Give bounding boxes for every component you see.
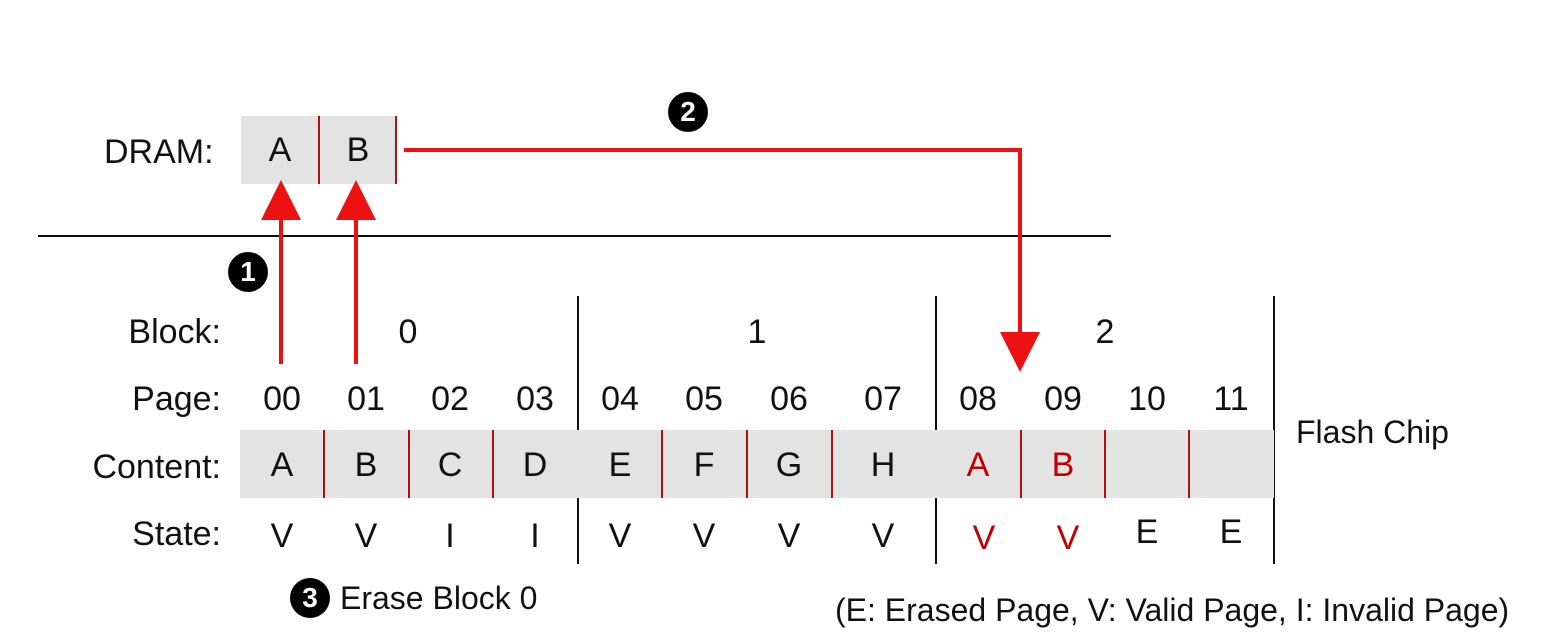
state-cell: E — [1135, 513, 1159, 551]
content-cell: C — [437, 446, 463, 484]
page-number: 04 — [601, 380, 639, 418]
step-3-text: Erase Block 0 — [340, 580, 538, 616]
page-number: 08 — [959, 380, 997, 418]
content-cell-divider — [1104, 430, 1106, 498]
content-cell: A — [270, 446, 294, 484]
content-cell-divider — [1188, 430, 1190, 498]
legend: (E: Erased Page, V: Valid Page, I: Inval… — [835, 592, 1510, 628]
state-cell: V — [608, 517, 632, 555]
content-band — [240, 430, 1274, 498]
page-number: 07 — [864, 380, 902, 418]
state-cell: V — [692, 517, 716, 555]
state-cell: V — [871, 517, 895, 555]
state-row-label: State: — [132, 515, 221, 553]
dram-cell-b: B — [346, 131, 370, 169]
state-cell: I — [445, 517, 455, 555]
page-number: 03 — [516, 380, 554, 418]
state-cell: V — [777, 517, 801, 555]
content-cell-divider — [1020, 430, 1022, 498]
content-row-label: Content: — [92, 448, 221, 486]
content-cell-copied: B — [1051, 446, 1075, 484]
content-cell: H — [870, 446, 896, 484]
dram-cell-divider — [318, 116, 320, 184]
state-cell-copied: V — [1056, 519, 1080, 557]
page-number: 09 — [1044, 380, 1082, 418]
content-cell-divider — [323, 430, 325, 498]
page-number: 02 — [431, 380, 469, 418]
page-number: 11 — [1213, 380, 1249, 418]
block-number-1: 1 — [747, 313, 767, 351]
content-cell: G — [775, 446, 803, 484]
page-row-label: Page: — [132, 380, 221, 418]
dram-flash-divider — [38, 235, 1111, 237]
content-cell: D — [522, 446, 548, 484]
page-number: 06 — [770, 380, 808, 418]
content-cell-divider — [492, 430, 494, 498]
dram-label: DRAM: — [104, 133, 214, 171]
content-cell: B — [354, 446, 378, 484]
state-cell: V — [354, 517, 378, 555]
content-cell: F — [693, 446, 715, 484]
dram-cell-a: A — [268, 131, 292, 169]
state-cell: I — [530, 517, 540, 555]
dram-cell-divider — [395, 116, 397, 184]
content-cell-divider — [831, 430, 833, 498]
page-number: 05 — [685, 380, 723, 418]
page-number: 00 — [263, 380, 301, 418]
step-3-badge: 3 — [290, 578, 330, 618]
content-cell: E — [608, 446, 632, 484]
state-cell: E — [1219, 513, 1243, 551]
page-number: 10 — [1128, 380, 1166, 418]
content-cell-divider — [408, 430, 410, 498]
block-number-0: 0 — [398, 313, 418, 351]
write-arrow-to-block-2 — [404, 148, 1040, 372]
content-cell-divider — [746, 430, 748, 498]
state-cell-copied: V — [972, 519, 996, 557]
step-2-badge: 2 — [668, 92, 708, 132]
block-row-label: Block: — [128, 313, 221, 351]
block-boundary-end — [1273, 296, 1275, 564]
state-cell: V — [270, 517, 294, 555]
content-cell-divider — [661, 430, 663, 498]
content-cell-copied: A — [966, 446, 990, 484]
step-1-badge: 1 — [228, 252, 268, 292]
page-number: 01 — [347, 380, 385, 418]
flash-chip-label: Flash Chip — [1296, 414, 1449, 450]
block-number-2: 2 — [1095, 313, 1115, 351]
